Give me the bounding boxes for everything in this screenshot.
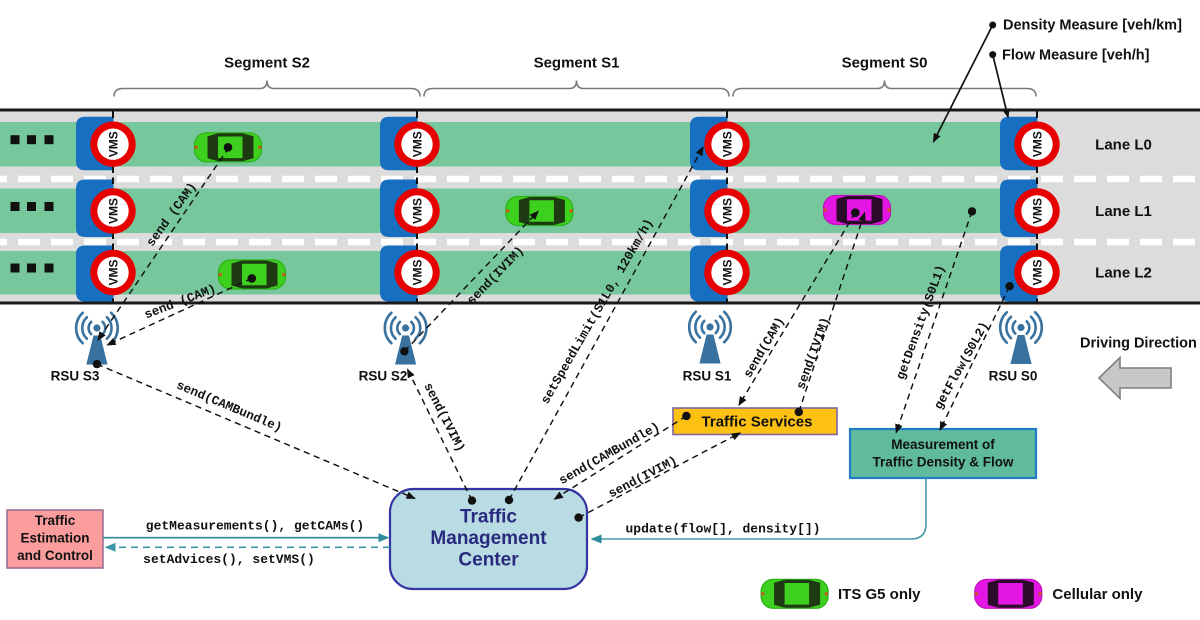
svg-text:Traffic Density & Flow: Traffic Density & Flow [872, 454, 1014, 469]
svg-text:Density Measure [veh/km]: Density Measure [veh/km] [1003, 18, 1182, 34]
svg-text:VMS: VMS [106, 198, 120, 224]
svg-text:getMeasurements(), getCAMs(): getMeasurements(), getCAMs() [146, 518, 364, 533]
svg-text:VMS: VMS [720, 198, 734, 224]
svg-text:Segment S2: Segment S2 [224, 55, 310, 72]
svg-text:RSU S1: RSU S1 [683, 369, 732, 384]
svg-text:Center: Center [458, 549, 519, 570]
svg-text:VMS: VMS [106, 259, 120, 285]
svg-text:VMS: VMS [410, 131, 424, 157]
svg-text:Lane L2: Lane L2 [1095, 265, 1152, 282]
svg-text:update(flow[], density[]): update(flow[], density[]) [625, 522, 820, 537]
svg-text:Estimation: Estimation [20, 530, 89, 545]
svg-text:RSU S3: RSU S3 [51, 369, 100, 384]
svg-text:Management: Management [430, 528, 547, 549]
svg-text:VMS: VMS [720, 259, 734, 285]
svg-text:Measurement of: Measurement of [891, 437, 995, 452]
svg-text:Cellular only: Cellular only [1052, 586, 1143, 603]
svg-text:VMS: VMS [410, 259, 424, 285]
svg-text:Traffic: Traffic [460, 506, 517, 527]
svg-text:VMS: VMS [1030, 259, 1044, 285]
svg-text:setAdvices(), setVMS(): setAdvices(), setVMS() [143, 552, 315, 567]
svg-text:Segment S0: Segment S0 [842, 55, 928, 72]
svg-text:VMS: VMS [106, 131, 120, 157]
svg-text:ITS G5 only: ITS G5 only [838, 586, 921, 603]
svg-text:Flow Measure [veh/h]: Flow Measure [veh/h] [1002, 48, 1150, 64]
svg-text:Segment S1: Segment S1 [534, 55, 620, 72]
svg-text:VMS: VMS [410, 198, 424, 224]
svg-text:Lane L0: Lane L0 [1095, 136, 1152, 153]
svg-text:Driving Direction: Driving Direction [1080, 336, 1197, 352]
svg-text:Traffic Services: Traffic Services [702, 414, 813, 431]
svg-text:VMS: VMS [1030, 131, 1044, 157]
svg-text:and Control: and Control [17, 548, 93, 563]
svg-text:RSU S2: RSU S2 [359, 369, 408, 384]
svg-text:VMS: VMS [1030, 198, 1044, 224]
svg-text:Lane L1: Lane L1 [1095, 203, 1152, 220]
svg-text:RSU S0: RSU S0 [989, 369, 1038, 384]
svg-text:Traffic: Traffic [35, 513, 76, 528]
svg-text:VMS: VMS [720, 131, 734, 157]
